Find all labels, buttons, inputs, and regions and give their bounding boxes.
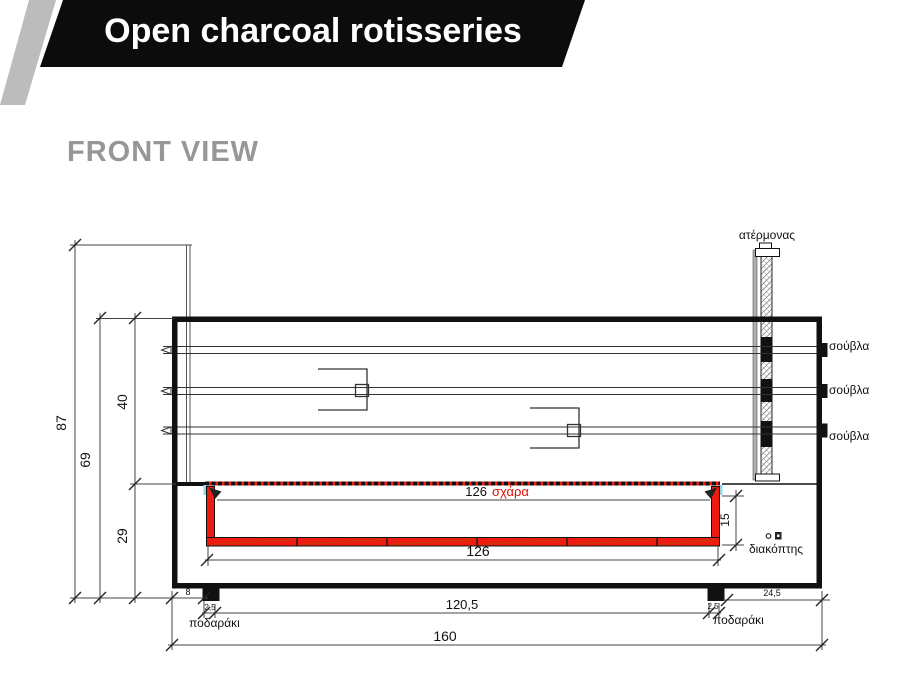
foot-left	[202, 586, 220, 601]
worm-bottom-cap	[755, 473, 780, 482]
dim-tray-width: 126	[466, 543, 490, 559]
title-banner: Open charcoal rotisseries	[40, 0, 585, 67]
dimension-lines	[70, 240, 830, 650]
dim-total-height: 87	[53, 415, 69, 431]
ash-tray	[206, 486, 720, 547]
worm-coupler-1	[760, 337, 773, 362]
motor-bracket-2	[530, 407, 582, 449]
dim-foot-left-width: 2,5	[204, 603, 216, 612]
skewer-2	[160, 386, 820, 396]
dim-body-height: 69	[77, 452, 93, 468]
grate-name-label: σχάρα	[492, 484, 529, 499]
skewer-3-label: σούβλα	[829, 429, 869, 443]
switch-button-inner	[777, 534, 780, 537]
worm-screw-label: ατέρμονας	[739, 228, 795, 242]
dim-foot-to-edge: 24,5	[763, 588, 781, 598]
dimension-ticks	[68, 238, 829, 652]
dim-foot-right-width: 2,5	[707, 602, 719, 611]
page-title: Open charcoal rotisseries	[104, 12, 522, 50]
worm-coupler-2	[760, 379, 773, 402]
dim-total-width: 160	[433, 628, 457, 644]
tray-sheen-lines	[210, 539, 717, 545]
worm-guide-bar	[752, 249, 758, 481]
foot-left-label: ποδαράκι	[189, 616, 240, 630]
view-title: FRONT VIEW	[67, 136, 260, 168]
skewer-bushings	[816, 343, 828, 438]
motor-bracket-1	[318, 368, 370, 411]
skewer-1	[160, 345, 820, 355]
dim-tray-height: 15	[718, 513, 732, 527]
rotisserie-body-fill	[172, 316, 822, 589]
tray-bottom	[206, 537, 720, 547]
dim-upper-section: 40	[114, 394, 130, 410]
charcoal-grate	[177, 481, 819, 495]
rotisserie-body-outline	[172, 316, 822, 589]
skewer-3-tip	[160, 426, 172, 435]
grate-cyan-mark-left	[203, 485, 207, 495]
skewer-2-label: σούβλα	[829, 383, 869, 397]
foot-right	[707, 586, 725, 601]
dim-feet-span: 120,5	[446, 597, 479, 612]
back-panel-edge	[186, 245, 191, 484]
worm-top-cap	[755, 248, 780, 257]
dim-edge-to-foot: 8	[185, 587, 190, 597]
tray-segment-dividers	[296, 537, 658, 546]
foot-right-label: ποδαράκι	[713, 613, 764, 627]
switch-label: διακόπτης	[749, 542, 803, 556]
power-switch: διακόπτης	[749, 532, 803, 556]
skewer-3	[160, 426, 820, 435]
grate-cyan-mark-right	[719, 485, 723, 495]
grate-dim-value: 126	[465, 484, 487, 499]
dim-lower-section: 29	[114, 528, 130, 544]
switch-indicator-light	[765, 533, 772, 539]
skewer-1-label: σούβλα	[829, 339, 869, 353]
skewer-1-tip	[160, 345, 172, 355]
skewer-2-tip	[160, 386, 172, 396]
